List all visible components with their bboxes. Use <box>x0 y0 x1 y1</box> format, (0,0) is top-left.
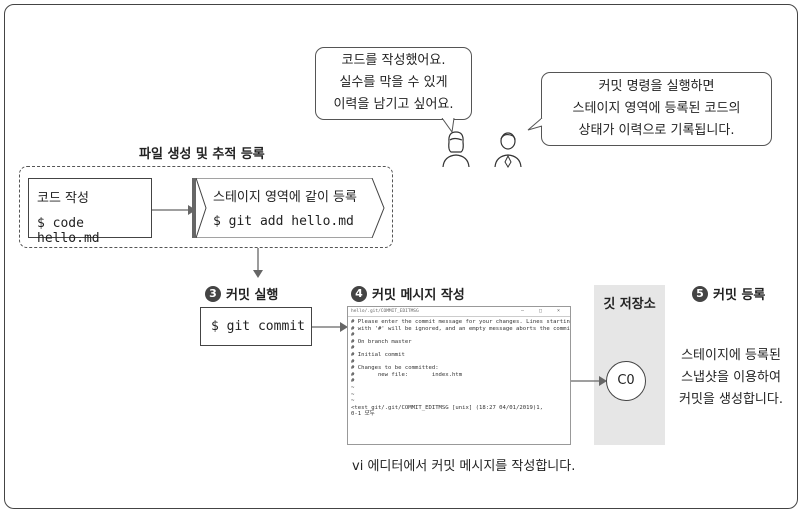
step3-number: 3 <box>205 285 221 302</box>
speech-line: 스테이지 영역에 등록된 코드의 <box>572 101 741 116</box>
step3-label: 3 커밋 실행 <box>205 284 278 303</box>
window-controls-icon: – □ × <box>520 308 566 314</box>
speech-line: 코드를 작성했어요. <box>341 53 446 68</box>
man-icon <box>494 132 522 168</box>
vi-line: <test_git/.git/COMMIT_EDITMSG [unix] (18… <box>351 404 543 411</box>
git-commit-command: $ git commit <box>211 319 305 334</box>
vi-line: # new file: index.htm <box>351 371 463 378</box>
group-title: 파일 생성 및 추적 등록 <box>139 147 265 162</box>
vi-line: # <box>351 345 355 352</box>
stage-box-shape <box>196 178 385 238</box>
commit-node-label: C0 <box>617 373 635 388</box>
vi-line: # <box>351 378 355 385</box>
vi-line: ~ <box>351 391 355 398</box>
vi-line: # <box>351 358 355 365</box>
step5-description: 스테이지에 등록된 스냅샷을 이용하여 커밋을 생성합니다. <box>672 345 790 411</box>
vi-line: # Initial commit <box>351 351 405 358</box>
woman-icon <box>442 131 470 168</box>
speech-bubble-developer: 코드를 작성했어요. 실수를 막을 수 있게 이력을 남기고 싶어요. <box>315 47 472 120</box>
vi-editor-window: hello/.git/COMMIT_EDITMSG – □ × # Please… <box>347 306 571 445</box>
step4-label: 4 커밋 메시지 작성 <box>351 284 465 303</box>
code-box-command: $ code hello.md <box>37 216 100 246</box>
arrow-right <box>571 376 607 386</box>
step5-number: 5 <box>692 285 708 302</box>
arrow-right <box>312 322 348 332</box>
git-commit-box: $ git commit <box>200 307 312 346</box>
speech-line: 상태가 이력으로 기록됩니다. <box>578 123 735 138</box>
arrow-down <box>253 248 263 278</box>
speech-line: 실수를 막을 수 있게 <box>339 75 448 90</box>
speech-tail-right <box>527 118 543 131</box>
code-write-box: 코드 작성 $ code hello.md <box>28 178 152 246</box>
vi-line: ~ <box>351 384 355 391</box>
arrow-right <box>152 205 196 215</box>
step4-number: 4 <box>351 285 367 302</box>
figure-frame <box>4 4 798 509</box>
vi-line: # <box>351 332 355 339</box>
step4-text: 커밋 메시지 작성 <box>372 288 465 303</box>
speech-bubble-instructor: 커밋 명령을 실행하면 스테이지 영역에 등록된 코드의 상태가 이력으로 기록… <box>541 72 772 146</box>
commit-node-c0: C0 <box>606 361 646 401</box>
vi-caption: vi 에디터에서 커밋 메시지를 작성합니다. <box>352 459 576 474</box>
vi-line: ~ <box>351 398 355 405</box>
vi-line: # Please enter the commit message for yo… <box>351 319 571 325</box>
step5-text: 커밋 등록 <box>713 288 766 303</box>
vi-line: 0-1 모두 <box>351 411 375 418</box>
vi-titlebar: hello/.git/COMMIT_EDITMSG – □ × <box>348 307 570 317</box>
speech-line: 이력을 남기고 싶어요. <box>333 97 454 112</box>
step3-text: 커밋 실행 <box>226 288 279 303</box>
repo-title: 깃 저장소 <box>603 297 656 312</box>
vi-title-text: hello/.git/COMMIT_EDITMSG <box>351 309 419 314</box>
speech-line: 커밋 명령을 실행하면 <box>598 79 715 94</box>
file-tracking-group <box>19 166 393 248</box>
vi-line: # with '#' will be ignored, and an empty… <box>351 325 571 332</box>
description-line: 커밋을 생성합니다. <box>679 392 783 407</box>
vi-line: # On branch master <box>351 338 412 345</box>
vi-content: # Please enter the commit message for yo… <box>348 317 570 420</box>
vi-line: # Changes to be committed: <box>351 365 439 372</box>
code-box-title: 코드 작성 <box>37 191 89 206</box>
speech-tail-left <box>441 118 455 134</box>
description-line: 스테이지에 등록된 <box>681 348 781 363</box>
stage-box-title: 스테이지 영역에 같이 등록 <box>213 190 357 205</box>
stage-box-command: $ git add hello.md <box>213 214 354 229</box>
description-line: 스냅샷을 이용하여 <box>681 370 781 385</box>
step5-label: 5 커밋 등록 <box>692 284 765 303</box>
stage-bar <box>192 178 196 238</box>
